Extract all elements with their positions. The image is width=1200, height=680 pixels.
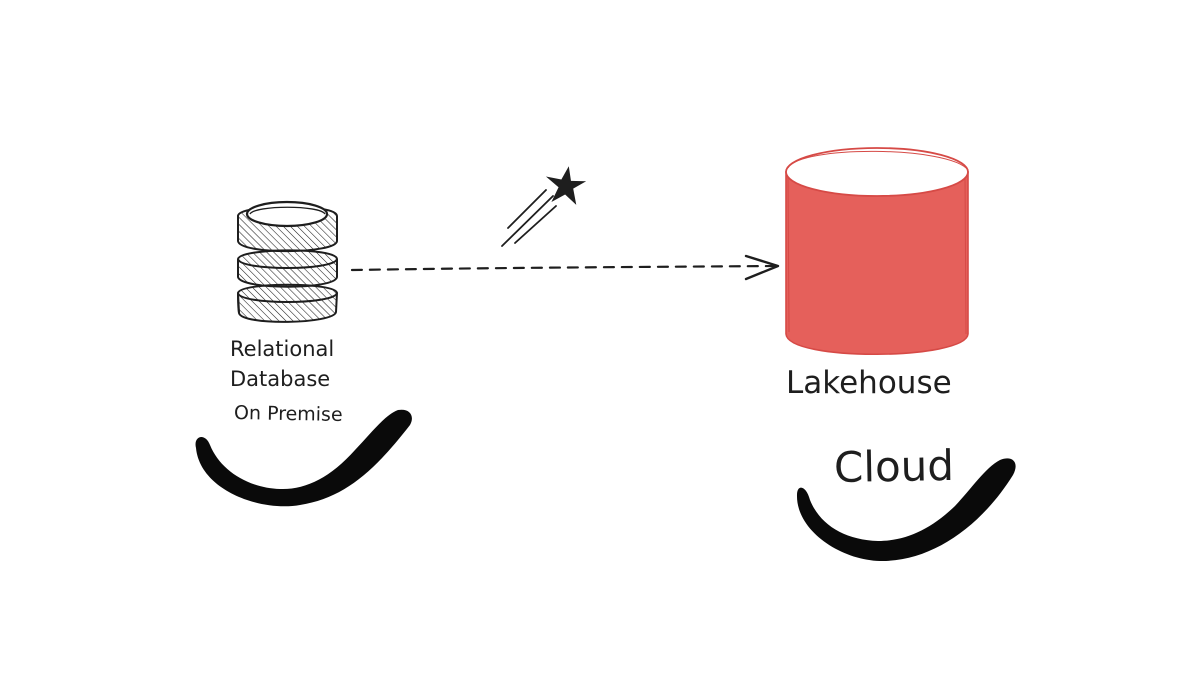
arrow-head-icon	[744, 254, 780, 281]
source-label-line2: Database	[230, 367, 331, 391]
cylinder-body	[785, 171, 969, 356]
cylinder-icon	[785, 147, 969, 356]
dashed-line	[350, 264, 778, 272]
migration-arrow	[350, 254, 780, 281]
cylinder-top	[785, 147, 969, 197]
database-disk-top	[237, 200, 338, 253]
cloud-swoosh	[796, 458, 1016, 562]
database-stack-icon	[237, 200, 338, 323]
source-location-label: On Premise	[233, 402, 343, 426]
on-premise-swoosh	[195, 409, 412, 507]
source-label-line1: Relational	[230, 337, 335, 361]
shooting-star-icon	[501, 166, 587, 247]
database-disk-bottom	[237, 283, 338, 323]
target-location-label: Cloud	[833, 440, 955, 493]
database-disk-middle	[237, 249, 338, 288]
target-label: Lakehouse	[786, 365, 952, 401]
